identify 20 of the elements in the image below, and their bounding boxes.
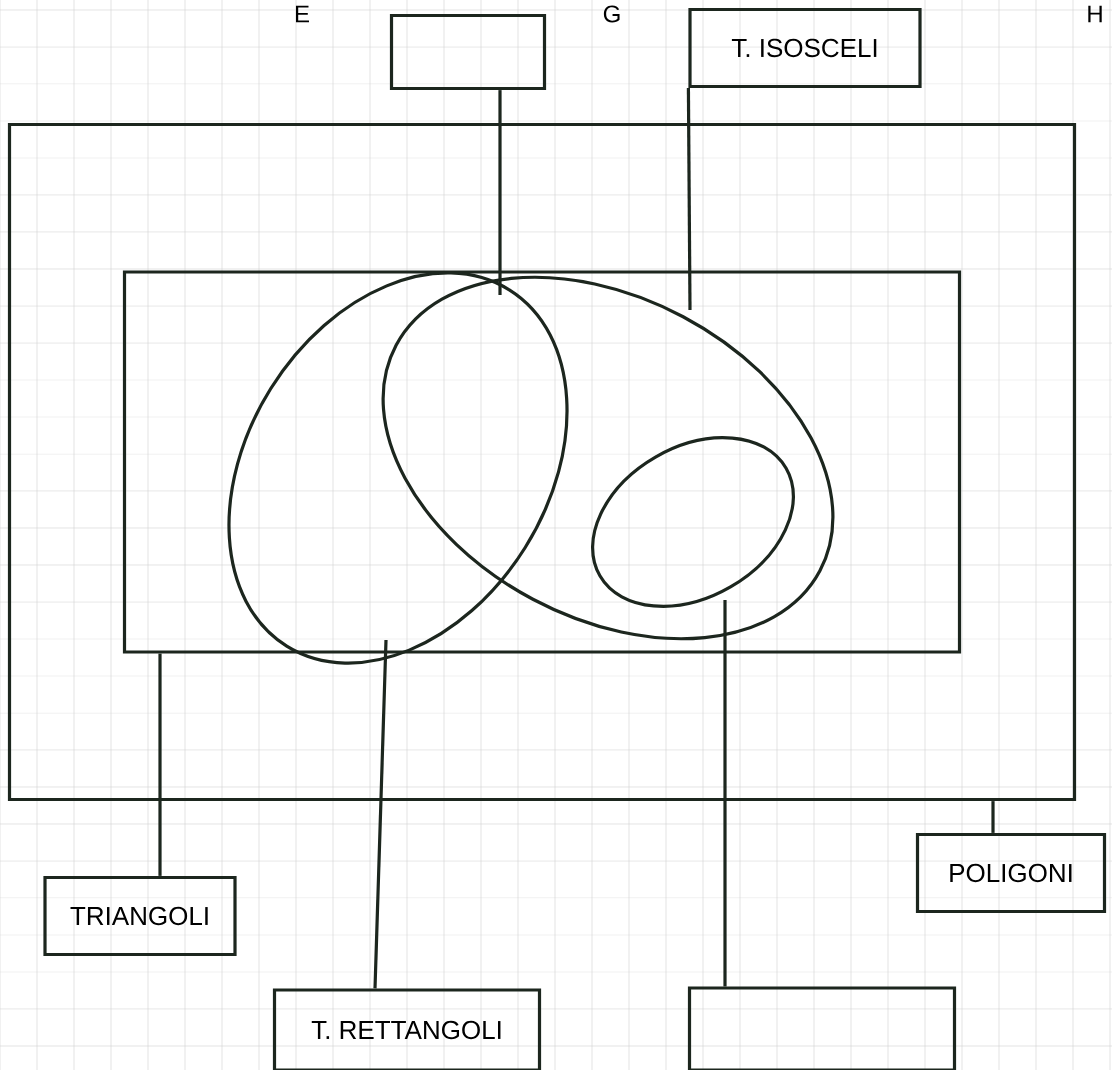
letter-label: H — [1088, 5, 1102, 23]
leader-line — [373, 639, 388, 989]
label-box: T. RETTANGOLI — [272, 988, 542, 1070]
empty-box — [389, 13, 547, 91]
label-box: T. ISOSCELI — [688, 7, 922, 89]
ellipse-outline — [591, 436, 795, 608]
leader-line — [498, 90, 502, 295]
leader-line — [158, 653, 162, 876]
empty-box — [687, 986, 957, 1070]
leader-line — [723, 600, 727, 987]
letter-label: G — [603, 5, 620, 23]
set-rectangle — [122, 270, 962, 654]
label-box: TRIANGOLI — [43, 875, 237, 957]
set-rectangle — [7, 122, 1077, 802]
letter-label: E — [296, 5, 309, 23]
label-box: POLIGONI — [915, 832, 1107, 914]
leader-line — [686, 88, 692, 310]
ellipse-outline — [381, 275, 835, 641]
leader-line — [991, 801, 995, 833]
ellipse-outline — [227, 271, 569, 665]
